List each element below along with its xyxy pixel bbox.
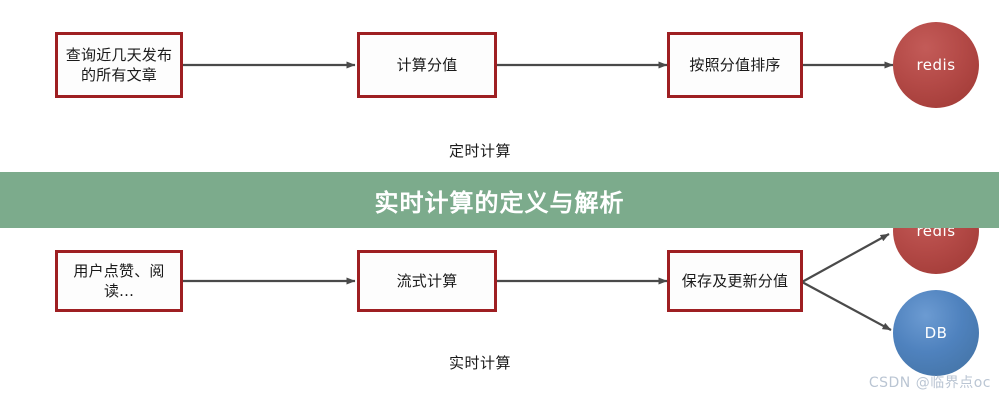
caption-batch-flow: 定时计算 <box>448 142 511 160</box>
arrow-save-to-db <box>801 281 892 331</box>
node-query-articles[interactable]: 查询近几天发布的所有文章 <box>55 32 183 98</box>
node-sort-by-score[interactable]: 按照分值排序 <box>667 32 803 98</box>
arrow-save-to-redis <box>801 233 890 283</box>
csdn-watermark: CSDN @临界点oc <box>868 375 991 391</box>
banner-title: 实时计算的定义与解析 <box>374 188 625 217</box>
store-db-bottom[interactable]: DB <box>893 290 979 376</box>
node-stream-compute[interactable]: 流式计算 <box>357 250 497 312</box>
banner-overlay: 实时计算的定义与解析 <box>0 172 999 228</box>
store-redis-top[interactable]: redis <box>893 22 979 108</box>
node-compute-score[interactable]: 计算分值 <box>357 32 497 98</box>
node-save-update-score[interactable]: 保存及更新分值 <box>667 250 803 312</box>
node-user-actions[interactable]: 用户点赞、阅读... <box>55 250 183 312</box>
caption-realtime-flow: 实时计算 <box>448 354 511 372</box>
